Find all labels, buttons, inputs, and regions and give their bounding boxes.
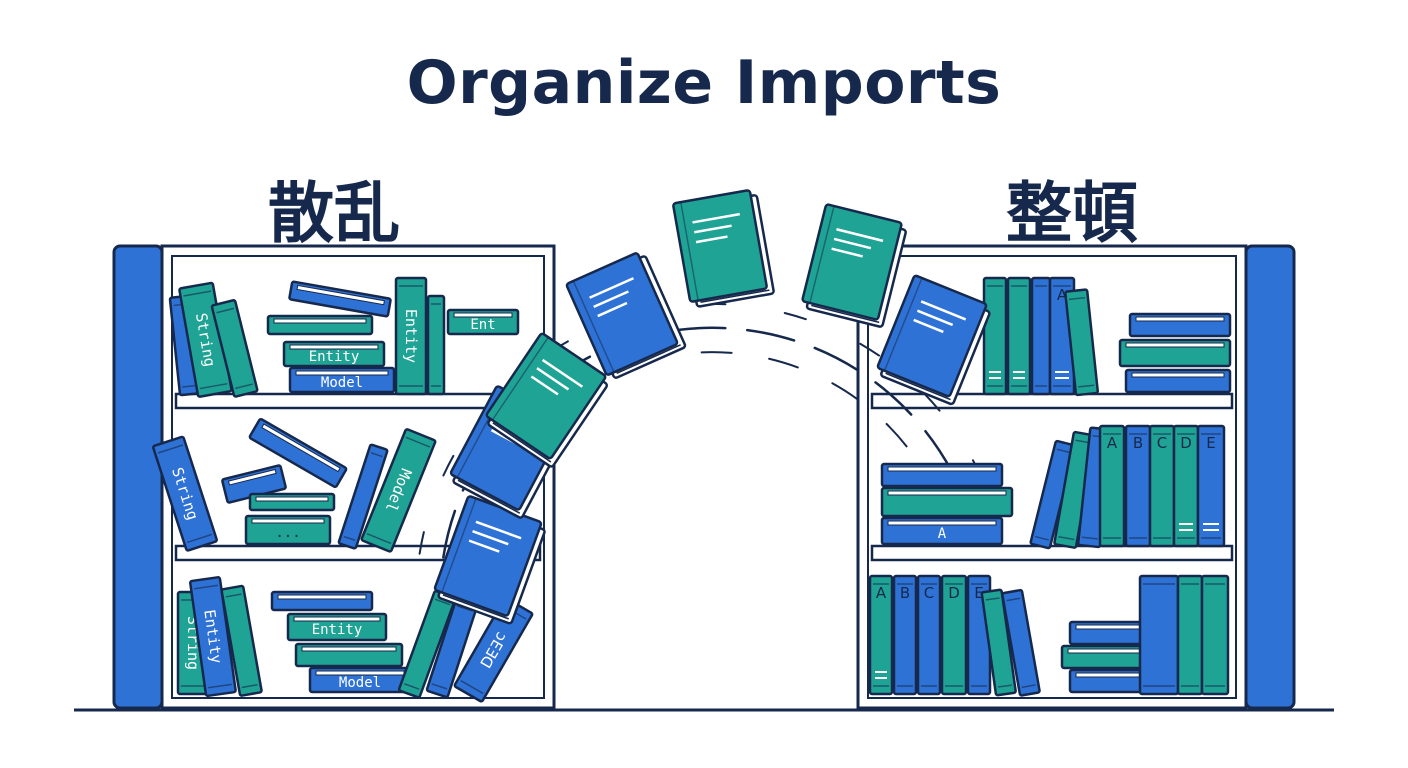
right-flat-6: A [880,516,1004,546]
right-flat-3 [1124,368,1232,394]
right-book-11-letter: C [1157,434,1167,452]
left-flat-13: Model [308,666,412,694]
left-flat-4 [288,280,392,318]
right-book-13: E [1196,424,1226,548]
right-book-11: C [1148,424,1176,548]
right-book-9-letter: A [1107,434,1118,452]
right-flat-1 [1128,312,1232,338]
left-book-11 [220,584,263,697]
motion-arc-middle [466,351,954,563]
right-book-14: A [868,574,894,696]
label-messy: 散乱 [268,175,400,252]
left-flat-1 [266,314,374,336]
left-flat-3-label: Model [321,375,363,391]
right-shelf-frame-inner [867,255,1237,699]
right-book-10: B [1124,424,1152,548]
flying-book-3 [485,332,608,468]
left-book-5 [426,294,446,396]
right-book-3 [1030,276,1052,396]
left-flat-5-label: Ent [470,317,495,333]
left-book-4: Entity [394,276,428,396]
right-book-22 [1176,574,1204,696]
right-book-13-letter: E [1206,434,1215,452]
page-title: Organize Imports [406,48,1002,118]
right-book-19 [980,588,1017,697]
left-book-14: ɔEƎᗡ [453,597,534,703]
flying-book-5 [672,189,775,308]
right-book-16: C [916,574,942,696]
left-book-8: Model [360,428,437,553]
right-book-15-letter: B [900,584,910,602]
right-flat-5 [880,486,1014,518]
left-flat-3: Model [288,366,396,394]
left-flat-11-label: Entity [312,622,363,638]
flying-book-6 [801,203,907,328]
right-book-1 [982,276,1008,396]
left-flat-2: Entity [282,340,386,368]
left-flat-8 [248,492,336,512]
shelf-board-4 [870,544,1234,562]
left-flat-12 [294,642,404,668]
right-flat-2 [1118,338,1232,368]
left-book-3 [210,299,259,398]
left-flat-7 [248,417,348,489]
right-book-17-letter: D [948,584,960,602]
flying-book-7 [876,274,991,406]
right-book-4-letter: A [1057,286,1068,304]
right-flat-6-label: A [938,526,947,542]
flying-book-4 [565,252,687,379]
right-book-15: B [892,574,918,696]
left-book-4-label: Entity [402,309,420,363]
right-book-9: A [1098,424,1126,548]
left-flat-9-label: ... [275,525,300,541]
right-shelf-post [1244,244,1296,710]
label-tidy: 整頓 [1006,175,1138,252]
right-book-20 [1001,588,1041,697]
right-book-5 [1064,288,1099,397]
left-flat-5: Ent [446,308,520,336]
right-book-12: D [1172,424,1200,548]
right-book-18-letter: E [974,584,983,602]
left-shelf-post [112,244,164,710]
right-book-23 [1200,574,1230,696]
left-book-10: Entity [189,576,237,698]
left-flat-9: ... [244,514,332,546]
right-flat-4 [880,462,1004,488]
right-book-16-letter: C [924,584,934,602]
left-flat-11: Entity [286,612,388,642]
left-book-7 [337,443,389,550]
left-flat-13-label: Model [339,675,381,691]
right-book-14-letter: A [876,584,887,602]
right-book-17: D [940,574,968,696]
left-flat-10 [270,590,374,612]
left-flat-2-label: Entity [309,349,360,365]
right-book-10-letter: B [1133,434,1143,452]
left-book-6: String [152,435,218,552]
right-book-21 [1138,574,1180,696]
right-book-2 [1006,276,1032,396]
flying-book-1 [433,495,546,625]
right-book-12-letter: D [1180,434,1192,452]
